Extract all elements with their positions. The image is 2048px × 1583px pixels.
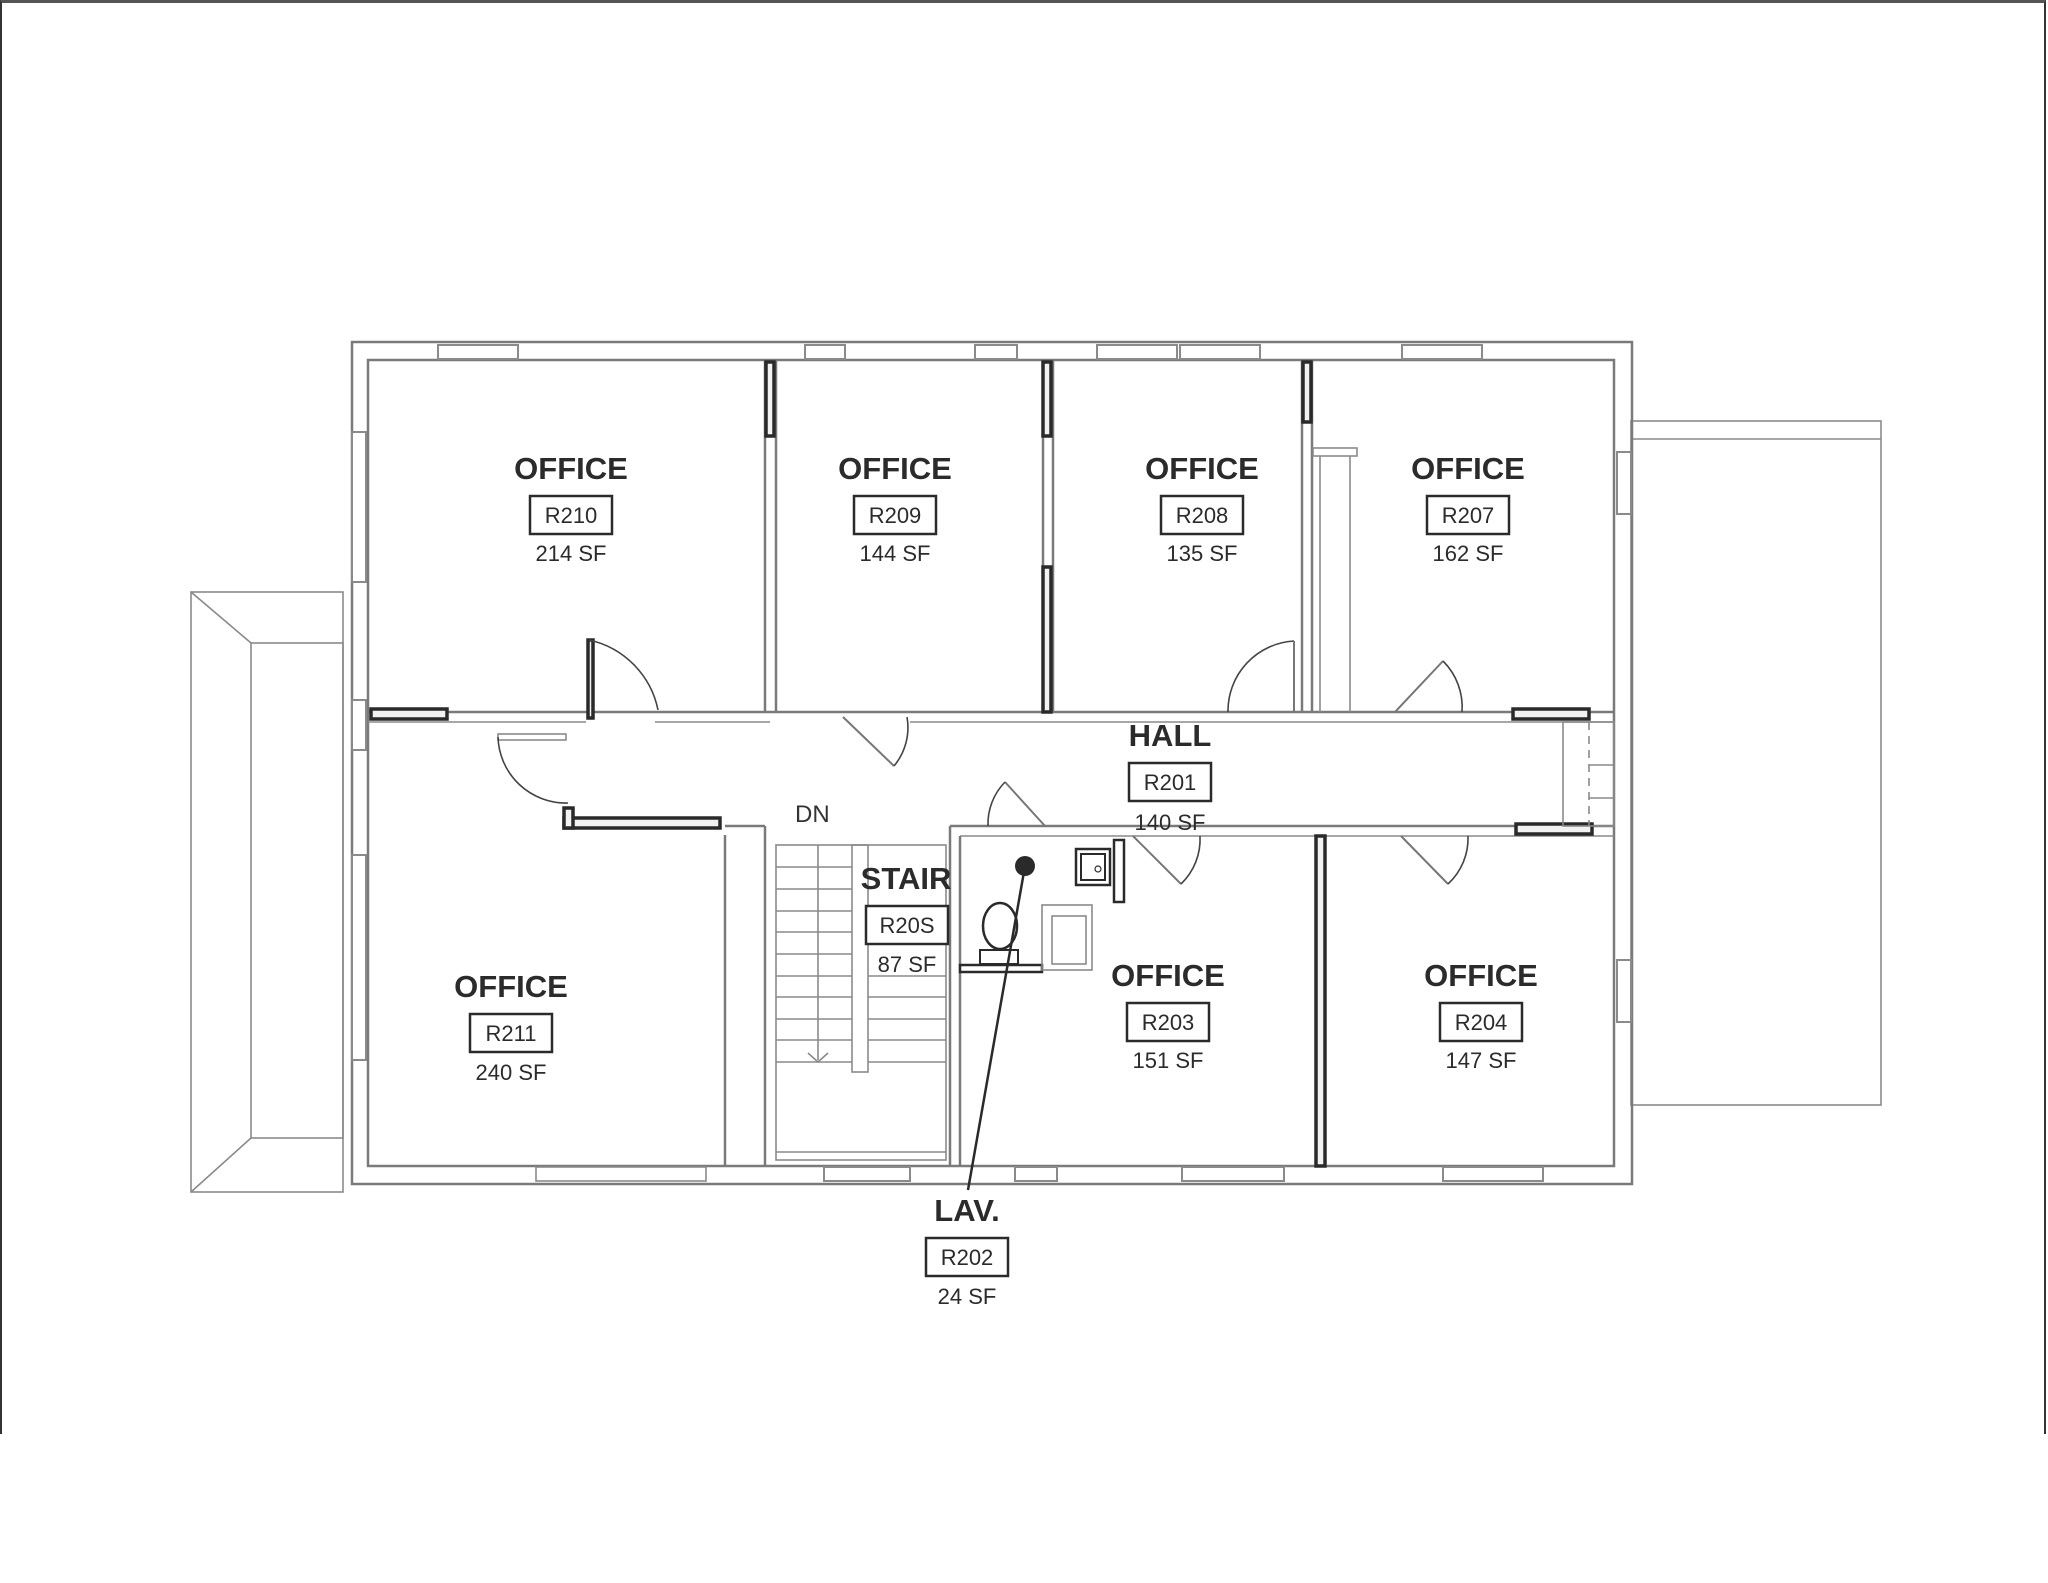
stair-direction-label: DN bbox=[795, 801, 830, 828]
room-label-r211: OFFICE R211 240 SF bbox=[454, 969, 568, 1085]
svg-text:OFFICE: OFFICE bbox=[1424, 958, 1538, 993]
lavatory-fixtures bbox=[958, 838, 1126, 974]
svg-text:OFFICE: OFFICE bbox=[514, 451, 628, 486]
bottom-windows bbox=[535, 1166, 1544, 1182]
svg-text:R210: R210 bbox=[545, 503, 598, 528]
svg-text:R209: R209 bbox=[869, 503, 922, 528]
room-label-r207: OFFICE R207 162 SF bbox=[1411, 451, 1525, 566]
svg-text:STAIR: STAIR bbox=[861, 861, 952, 896]
svg-text:24 SF: 24 SF bbox=[938, 1284, 997, 1309]
lav-leader bbox=[966, 856, 1035, 1191]
room-label-r208: OFFICE R208 135 SF bbox=[1145, 451, 1259, 566]
svg-text:R211: R211 bbox=[486, 1021, 537, 1046]
svg-text:240 SF: 240 SF bbox=[476, 1060, 547, 1085]
svg-text:R20S: R20S bbox=[879, 913, 934, 938]
svg-text:151 SF: 151 SF bbox=[1133, 1048, 1204, 1073]
svg-text:135 SF: 135 SF bbox=[1167, 541, 1238, 566]
svg-text:R207: R207 bbox=[1442, 503, 1495, 528]
room-label-r201: HALL R201 140 SF bbox=[1127, 718, 1213, 835]
heavy-wall-segments bbox=[369, 360, 1594, 836]
right-windows bbox=[1616, 451, 1632, 1023]
room-label-r20s: STAIR R20S 87 SF bbox=[861, 861, 952, 977]
room-label-r210: OFFICE R210 214 SF bbox=[514, 451, 628, 566]
room-label-r204: OFFICE R204 147 SF bbox=[1424, 958, 1538, 1073]
stair-treads bbox=[775, 844, 947, 1161]
left-windows bbox=[351, 431, 367, 1061]
svg-text:OFFICE: OFFICE bbox=[1145, 451, 1259, 486]
svg-text:HALL: HALL bbox=[1129, 718, 1212, 753]
top-windows bbox=[437, 344, 1483, 360]
room-label-r203: OFFICE R203 151 SF bbox=[1111, 958, 1225, 1073]
svg-text:147 SF: 147 SF bbox=[1446, 1048, 1517, 1073]
svg-text:OFFICE: OFFICE bbox=[1411, 451, 1525, 486]
right-deck bbox=[1630, 420, 1882, 1106]
svg-text:OFFICE: OFFICE bbox=[838, 451, 952, 486]
svg-text:162 SF: 162 SF bbox=[1433, 541, 1504, 566]
svg-text:214 SF: 214 SF bbox=[536, 541, 607, 566]
svg-text:87 SF: 87 SF bbox=[878, 952, 937, 977]
svg-text:OFFICE: OFFICE bbox=[1111, 958, 1225, 993]
svg-text:140 SF: 140 SF bbox=[1135, 810, 1206, 835]
svg-text:R208: R208 bbox=[1176, 503, 1229, 528]
svg-text:R201: R201 bbox=[1144, 770, 1197, 795]
svg-text:144 SF: 144 SF bbox=[860, 541, 931, 566]
svg-text:R202: R202 bbox=[941, 1245, 994, 1270]
svg-text:LAV.: LAV. bbox=[934, 1193, 999, 1228]
drawing-sheet bbox=[0, 0, 2046, 1434]
svg-text:R204: R204 bbox=[1455, 1010, 1508, 1035]
doors bbox=[497, 639, 1469, 885]
left-porch-roof bbox=[190, 591, 344, 1193]
svg-text:R203: R203 bbox=[1142, 1010, 1195, 1035]
svg-text:OFFICE: OFFICE bbox=[454, 969, 568, 1004]
room-label-r209: OFFICE R209 144 SF bbox=[838, 451, 952, 566]
room-label-r202: LAV. R202 24 SF bbox=[924, 1193, 1010, 1309]
hall-closet bbox=[1562, 721, 1615, 827]
